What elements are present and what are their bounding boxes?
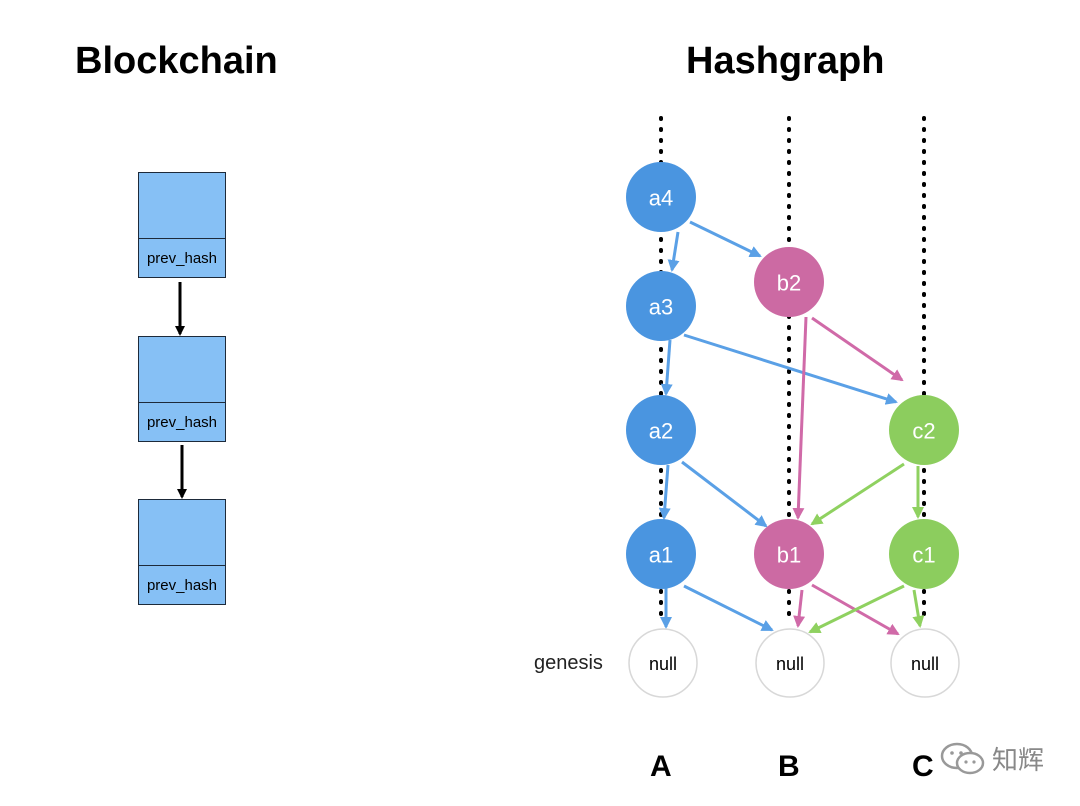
event-a3-node: [626, 271, 696, 341]
hashgraph-title: Hashgraph: [686, 40, 885, 82]
event-a2-label: a2: [649, 419, 673, 444]
watermark-text: 知辉: [992, 746, 1045, 776]
block-2: prev_hash: [138, 336, 226, 442]
event-c2-label: c2: [912, 419, 935, 444]
edge-c1-nullB: [808, 584, 905, 634]
edge-a3-a2: [660, 339, 673, 396]
edge-c2-b1: [810, 462, 905, 526]
edge-b2-b1: [792, 316, 808, 520]
event-c1-label: c1: [912, 543, 935, 568]
event-a1-label: a1: [649, 543, 673, 568]
edge-b1-nullB: [793, 589, 806, 628]
edge-a2-a1: [658, 464, 671, 520]
event-c1-node: [889, 519, 959, 589]
genesis-null-c-label: null: [911, 654, 939, 674]
block-3: prev_hash: [138, 499, 226, 605]
block-prev-hash: prev_hash: [139, 565, 225, 604]
block-prev-hash: prev_hash: [139, 402, 225, 441]
genesis-null-a: [628, 628, 698, 698]
edge-a4-b2: [689, 220, 762, 258]
event-b2-node: [754, 247, 824, 317]
block-1: prev_hash: [138, 172, 226, 278]
genesis-null-a-label: null: [649, 654, 677, 674]
edge-a1-nullB: [683, 584, 774, 632]
blockchain-title: Blockchain: [75, 40, 278, 82]
edge-c1-nullC: [912, 589, 925, 628]
edge-a3-c2: [683, 333, 898, 405]
genesis-null-c: [890, 628, 960, 698]
event-a2-node: [626, 395, 696, 465]
column-label-b: B: [778, 750, 800, 783]
event-b1-label: b1: [777, 543, 801, 568]
edge-a4-a3: [667, 231, 680, 272]
edge-a2-b1: [681, 460, 768, 528]
column-label-a: A: [650, 750, 672, 783]
event-b1-node: [754, 519, 824, 589]
event-a4-label: a4: [649, 186, 673, 211]
wechat-icon: [940, 742, 985, 774]
edge-b2-c2: [811, 316, 904, 382]
genesis-label: genesis: [534, 652, 603, 674]
event-a3-label: a3: [649, 295, 673, 320]
block-prev-hash: prev_hash: [139, 238, 225, 277]
genesis-null-b: [755, 628, 825, 698]
event-c2-node: [889, 395, 959, 465]
watermark: 知辉: [940, 740, 1044, 777]
genesis-null-b-label: null: [776, 654, 804, 674]
event-a4-node: [626, 162, 696, 232]
event-a1-node: [626, 519, 696, 589]
column-label-c: C: [912, 750, 934, 783]
event-b2-label: b2: [777, 271, 801, 296]
